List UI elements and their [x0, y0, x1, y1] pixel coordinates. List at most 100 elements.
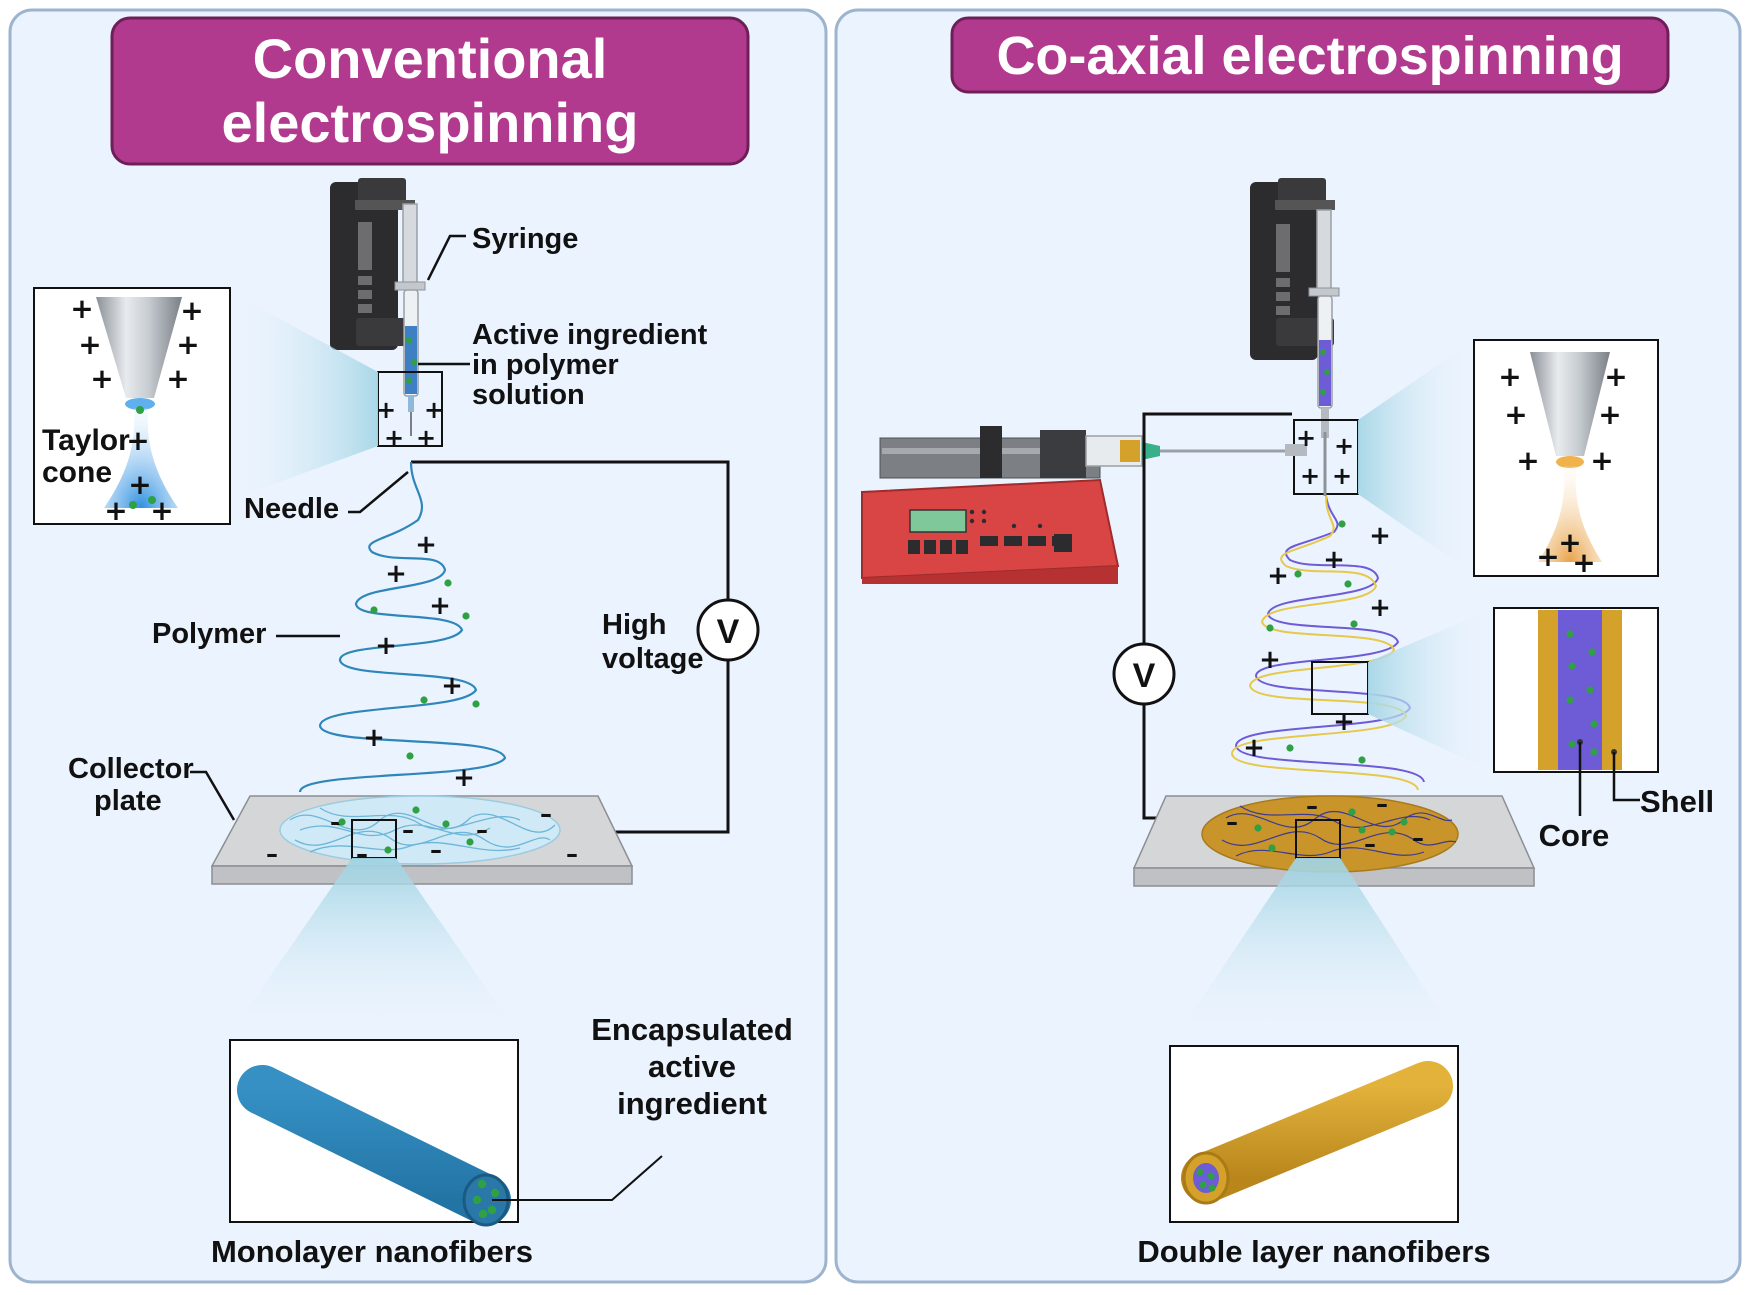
- svg-text:+: +: [166, 362, 189, 395]
- right-syringe-pump: [1250, 178, 1335, 360]
- svg-text:+: +: [1369, 521, 1391, 551]
- svg-text:+: +: [126, 424, 149, 457]
- collector-plate-label-line2: plate: [94, 785, 162, 817]
- left-syringe-pump: [330, 178, 415, 350]
- svg-text:–: –: [1376, 790, 1388, 818]
- right-voltmeter: V: [1112, 642, 1176, 706]
- svg-text:+: +: [385, 559, 407, 589]
- active-ingredient-label-line3: solution: [472, 379, 585, 411]
- svg-text:–: –: [540, 800, 552, 828]
- right-core-spiral: [1234, 495, 1425, 783]
- svg-text:+: +: [375, 631, 397, 661]
- core-shell-box: [1493, 607, 1659, 773]
- svg-text:–: –: [1306, 792, 1318, 820]
- svg-text:–: –: [402, 816, 414, 844]
- monolayer-caption: Monolayer nanofibers: [211, 1234, 533, 1269]
- svg-text:+: +: [363, 723, 385, 753]
- encapsulated-label-line3: ingredient: [617, 1086, 767, 1121]
- svg-text:+: +: [429, 591, 451, 621]
- svg-text:+: +: [176, 328, 199, 361]
- svg-text:+: +: [415, 530, 437, 560]
- shell-label: Shell: [1640, 784, 1714, 819]
- svg-text:+: +: [150, 494, 173, 527]
- left-title-line1: Conventional: [253, 27, 608, 90]
- right-plate-charges: – – – – –: [1226, 790, 1424, 858]
- right-title: Co-axial electrospinning: [996, 26, 1623, 86]
- svg-text:+: +: [1296, 424, 1316, 452]
- right-taylor-cone-box: + + + + + + + + +: [1473, 339, 1659, 579]
- svg-text:V: V: [1133, 657, 1156, 695]
- left-taylor-cone-box: + + + + + + + + + + Taylor cone: [33, 287, 231, 527]
- svg-text:+: +: [1598, 398, 1621, 431]
- left-needle-tip-box: + + + +: [376, 371, 444, 452]
- svg-text:+: +: [1323, 545, 1345, 575]
- svg-text:+: +: [70, 292, 93, 325]
- right-taylor-beam: [1358, 340, 1474, 574]
- collector-plate-label-line1: Collector: [68, 753, 194, 785]
- syringe-label: Syringe: [472, 223, 578, 255]
- svg-text:+: +: [78, 328, 101, 361]
- svg-text:+: +: [1243, 733, 1265, 763]
- left-syringe: [394, 203, 426, 436]
- svg-text:–: –: [1226, 808, 1238, 836]
- needle-label: Needle: [244, 493, 339, 525]
- taylor-cone-label-line1: Taylor: [42, 424, 130, 457]
- svg-text:+: +: [1558, 526, 1581, 559]
- high-voltage-label-line1: High: [602, 609, 666, 641]
- left-polymer-jet-spiral: [298, 461, 507, 793]
- svg-text:+: +: [1267, 561, 1289, 591]
- svg-text:+: +: [90, 362, 113, 395]
- active-ingredient-label-line2: in polymer: [472, 349, 619, 381]
- monolayer-nanofiber-box: [229, 1039, 519, 1227]
- svg-text:+: +: [1498, 360, 1521, 393]
- left-plate-charges: – – – – – – – –: [266, 800, 578, 868]
- svg-text:+: +: [384, 424, 404, 452]
- svg-text:+: +: [441, 671, 463, 701]
- right-fiber-zoom-beam: [1170, 858, 1462, 1046]
- svg-text:+: +: [1604, 360, 1627, 393]
- svg-text:+: +: [1300, 462, 1320, 490]
- left-jet-charges: + + + + + + +: [363, 530, 480, 793]
- encapsulated-label-line1: Encapsulated: [591, 1012, 793, 1047]
- svg-text:+: +: [180, 294, 203, 327]
- svg-text:+: +: [1590, 444, 1613, 477]
- svg-text:+: +: [1259, 645, 1281, 675]
- svg-text:+: +: [416, 424, 436, 452]
- svg-text:+: +: [1369, 593, 1391, 623]
- svg-text:–: –: [1364, 830, 1376, 858]
- left-taylor-beam: [230, 292, 378, 500]
- coaxial-needle-box: + + + +: [1285, 419, 1359, 496]
- svg-text:+: +: [104, 494, 127, 527]
- encapsulated-leader-line: [492, 1155, 663, 1201]
- core-shell-beam: [1368, 608, 1494, 772]
- high-voltage-label-line2: voltage: [602, 643, 704, 675]
- left-title-banner: Conventional electrospinning: [110, 16, 750, 166]
- right-vertical-syringe: [1308, 209, 1340, 438]
- polymer-label: Polymer: [152, 618, 266, 650]
- svg-text:V: V: [717, 613, 740, 651]
- svg-text:+: +: [1572, 546, 1595, 579]
- horizontal-syringe-pump: [861, 426, 1292, 584]
- svg-text:+: +: [1334, 432, 1354, 460]
- svg-text:+: +: [453, 763, 475, 793]
- svg-text:–: –: [476, 816, 488, 844]
- active-ingredient-label-line1: Active ingredient: [472, 319, 708, 351]
- svg-text:+: +: [1516, 444, 1539, 477]
- svg-text:–: –: [1412, 824, 1424, 852]
- double-layer-nanofiber-box: [1169, 1045, 1459, 1223]
- left-fiber-zoom-beam: [226, 858, 522, 1040]
- taylor-cone-label-line2: cone: [42, 456, 112, 489]
- double-layer-caption: Double layer nanofibers: [1137, 1234, 1490, 1269]
- left-voltmeter: V: [696, 598, 760, 662]
- right-shell-spiral: [1230, 495, 1419, 791]
- svg-text:+: +: [128, 468, 151, 501]
- svg-text:+: +: [1536, 540, 1559, 573]
- core-label: Core: [1539, 818, 1610, 853]
- svg-text:+: +: [424, 396, 444, 424]
- svg-text:+: +: [1333, 707, 1355, 737]
- svg-text:+: +: [1504, 398, 1527, 431]
- right-panel: [834, 8, 1742, 1284]
- svg-text:–: –: [266, 840, 278, 868]
- right-fiber-mesh: [1221, 805, 1457, 857]
